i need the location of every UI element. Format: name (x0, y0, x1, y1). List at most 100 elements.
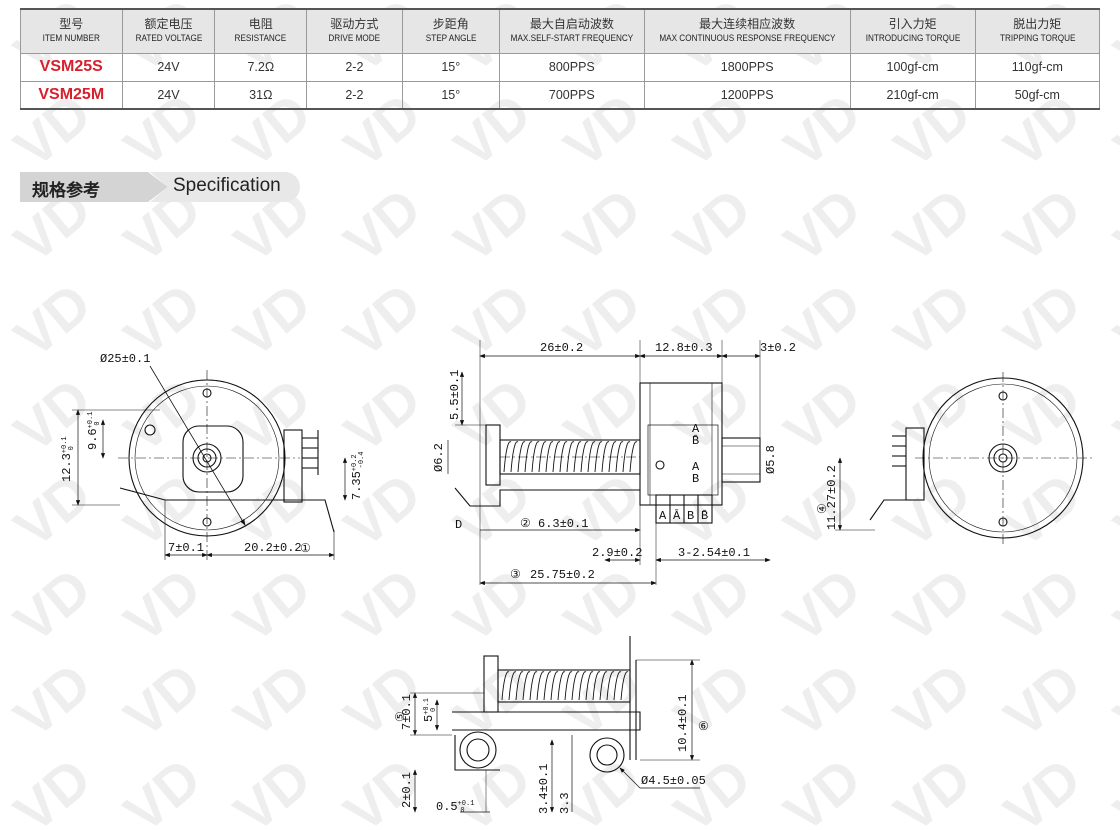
dim-11-27: 11.27±0.2 (825, 465, 839, 530)
marker-5: ⑤ (394, 711, 408, 722)
thread-turn (515, 671, 524, 701)
thread-turn (580, 441, 589, 473)
dim-6-3: 6.3±0.1 (538, 517, 588, 531)
thread-turn (615, 441, 624, 473)
dim-10-4: 10.4±0.1 (676, 694, 690, 752)
section-title-cn: 规格参考 (32, 181, 100, 200)
label-d: D (455, 518, 462, 532)
rear-view (835, 372, 1095, 545)
thread-turn (503, 441, 512, 473)
marker-6: ⑥ (698, 720, 709, 734)
cell-continuous: 1200PPS (643, 80, 851, 110)
marker-3: ③ (510, 568, 521, 582)
pin-a: A (659, 509, 667, 523)
dim-3: 3±0.2 (760, 341, 796, 355)
thread-turn (531, 441, 540, 473)
thread-turn (629, 441, 638, 473)
thread-turn (508, 671, 517, 701)
thread-turn (545, 441, 554, 473)
dim-2: 2±0.1 (400, 772, 414, 808)
pin-b-bar: B̄ (701, 509, 708, 523)
thread-turn (517, 441, 526, 473)
lead-screw-thread-detail (501, 671, 629, 701)
thread-turn (578, 671, 587, 701)
cell-step-angle: 15° (401, 80, 500, 110)
detail-view (410, 636, 700, 813)
thread-turn (606, 671, 615, 701)
thread-turn (564, 671, 573, 701)
dim-12-3: 12.3+0.10 (60, 436, 76, 482)
cell-resistance: 31Ω (214, 80, 308, 110)
thread-turn (536, 671, 545, 701)
dim-7: 7±0.1 (168, 541, 204, 555)
table-row: VSM25M 24V 31Ω 2-2 15° 700PPS 1200PPS 21… (20, 80, 1101, 110)
thread-turn (592, 671, 601, 701)
section-header-specification: 规格参考 Specification (20, 172, 300, 202)
cell-continuous: 1800PPS (643, 52, 851, 82)
dim-7-35: 7.35+0.2-0.4 (350, 452, 366, 500)
dim-25-75: 25.75±0.2 (530, 568, 595, 582)
thread-turn (559, 441, 568, 473)
dim-12-8: 12.8±0.3 (655, 341, 713, 355)
dim-3-2-54: 3-2.54±0.1 (678, 546, 750, 560)
cell-introducing-torque: 210gf-cm (849, 80, 976, 110)
thread-turn (571, 671, 580, 701)
front-view (72, 365, 348, 560)
dim-3-3: 3.3 (558, 792, 572, 814)
thread-turn (543, 671, 552, 701)
thread-turn (538, 441, 547, 473)
thread-turn (510, 441, 519, 473)
marker-4: ④ (816, 503, 830, 514)
thread-turn (585, 671, 594, 701)
marker-2: ② (520, 517, 531, 531)
dim-9-6: 9.6+0.10 (86, 412, 102, 450)
section-title-en: Specification (173, 175, 281, 196)
dim-diameter-25: Ø25±0.1 (100, 352, 150, 366)
thread-turn (501, 671, 510, 701)
mark-a-mid: A (692, 460, 700, 474)
pin-a-bar: Ā (673, 509, 681, 523)
thread-turn (522, 671, 531, 701)
dim-2-9: 2.9±0.2 (592, 546, 642, 560)
dim-3-4: 3.4±0.1 (537, 764, 551, 814)
cell-introducing-torque: 100gf-cm (849, 52, 976, 82)
mark-b-bar-top: B̄ (692, 434, 699, 448)
thread-turn (613, 671, 622, 701)
thread-turn (550, 671, 559, 701)
thread-turn (573, 441, 582, 473)
section-tab-cn (20, 172, 168, 202)
dim-26: 26±0.2 (540, 341, 583, 355)
section-tab-en (150, 172, 300, 202)
thread-turn (601, 441, 610, 473)
thread-turn (608, 441, 617, 473)
thread-turn (594, 441, 603, 473)
cell-self-start: 700PPS (498, 80, 645, 110)
dim-7-detail: 7±0.1 (400, 694, 414, 730)
dim-20-2: 20.2±0.2 (244, 541, 302, 555)
dim-diameter-6-2: Ø6.2 (432, 443, 446, 472)
dim-5: 5+0.10 (422, 698, 438, 722)
cell-drive-mode: 2-2 (306, 80, 403, 110)
thread-turn (587, 441, 596, 473)
thread-turn (552, 441, 561, 473)
mark-b-mid: B (692, 472, 699, 486)
mark-a-top: A (692, 422, 700, 436)
dim-diameter-4-5: Ø4.5±0.05 (641, 774, 706, 788)
thread-turn (529, 671, 538, 701)
marker-1: ① (300, 542, 311, 556)
cell-self-start: 800PPS (498, 52, 645, 82)
thread-turn (620, 671, 629, 701)
cell-voltage: 24V (121, 80, 216, 110)
thread-turn (566, 441, 575, 473)
cell-model: VSM25M (20, 80, 123, 110)
dim-5-5: 5.5±0.1 (448, 370, 462, 420)
